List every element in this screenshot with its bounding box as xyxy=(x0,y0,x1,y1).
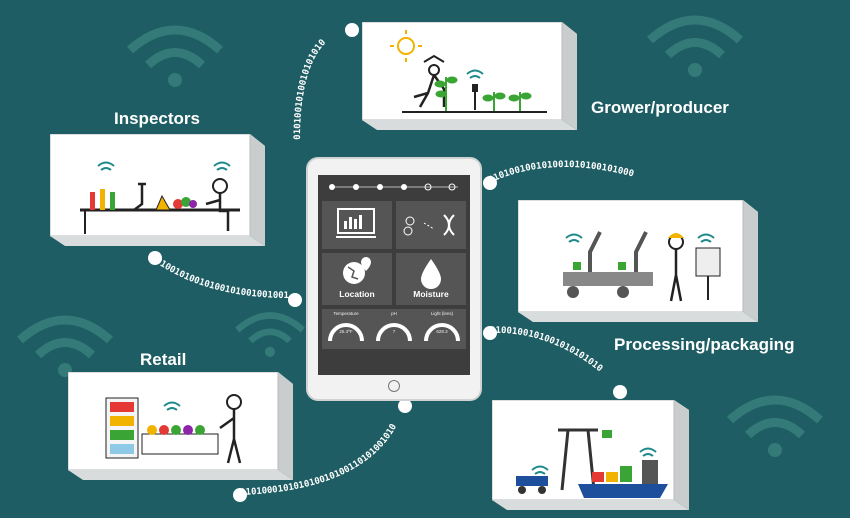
gauge-light-label: Light (lens) xyxy=(430,311,454,316)
produce-icon xyxy=(147,425,205,435)
tile-moisture[interactable]: Moisture xyxy=(396,253,466,305)
connector-node xyxy=(613,385,627,399)
tile-gauges: Temperature 25.3ºF pH 7 Light (lens) 628… xyxy=(322,309,466,349)
gauge-dials xyxy=(328,323,460,342)
control-panel-icon xyxy=(695,247,721,277)
gauge-ph-value: 7 xyxy=(392,329,396,334)
test-tubes-icon xyxy=(90,189,115,210)
wifi-icon xyxy=(639,447,657,457)
ship-icon xyxy=(578,460,668,498)
flask-icon xyxy=(155,194,171,211)
produce-counter-icon xyxy=(141,433,219,455)
monitor-chart-icon xyxy=(336,208,376,238)
binary-right-bottom: 0100100101001010101010 xyxy=(490,326,604,374)
wifi-watermark-icon xyxy=(127,25,223,87)
connector-node xyxy=(233,488,247,502)
wifi-icon xyxy=(163,401,181,411)
connector-node xyxy=(398,399,412,413)
wifi-icon xyxy=(531,465,549,475)
connector-node xyxy=(345,23,359,37)
water-drop-icon xyxy=(421,259,441,289)
home-button[interactable] xyxy=(388,380,400,392)
produce-icon xyxy=(173,197,197,209)
label-grower: Grower/producer xyxy=(591,98,729,117)
truck-icon xyxy=(516,476,548,494)
tile-monitor[interactable] xyxy=(322,201,392,249)
tablet-device: Location Moisture Temperature 25.3ºF pH … xyxy=(306,157,482,401)
dna-icon xyxy=(403,214,455,236)
connector-node xyxy=(148,251,162,265)
sun-icon xyxy=(397,37,415,55)
location-label: Location xyxy=(339,289,375,299)
wifi-icon xyxy=(213,161,231,171)
wifi-watermark-icon xyxy=(235,312,305,357)
wifi-icon xyxy=(697,233,715,243)
gauge-light-value: 628.3 xyxy=(436,329,448,334)
microscope-icon xyxy=(130,182,150,212)
plant-icon xyxy=(434,76,458,112)
sensor-icon xyxy=(472,84,478,92)
gauge-temperature-value: 25.3ºF xyxy=(339,329,353,334)
connector-node xyxy=(483,326,497,340)
wifi-watermark-icon xyxy=(727,395,823,457)
conveyor-icon xyxy=(563,272,653,298)
wifi-watermark-icon xyxy=(647,15,743,77)
tablet-screen: Location Moisture Temperature 25.3ºF pH … xyxy=(318,175,470,375)
retail-scene xyxy=(68,372,293,480)
wifi-icon xyxy=(97,161,115,171)
connector-node xyxy=(483,176,497,190)
processing-scene xyxy=(518,200,758,322)
inspectors-scene xyxy=(50,134,265,246)
moisture-label: Moisture xyxy=(413,289,449,299)
crates-icon xyxy=(573,262,626,270)
robot-arm-icon xyxy=(588,231,648,272)
svg-text:0101001010010101010: 0101001010010101010 xyxy=(293,38,328,140)
tile-location[interactable]: Location xyxy=(322,253,392,305)
binary-grower-arc: 0101001010010101010 xyxy=(293,38,328,140)
grower-scene xyxy=(362,22,577,130)
label-processing: Processing/packaging xyxy=(614,335,795,354)
connector-node xyxy=(288,293,302,307)
plant-icon xyxy=(508,92,532,112)
wifi-icon xyxy=(466,69,484,79)
wifi-icon xyxy=(565,233,583,243)
svg-text:0100100101001010101010: 0100100101001010101010 xyxy=(490,326,604,374)
tile-dna[interactable] xyxy=(396,201,466,249)
globe-pin-icon xyxy=(343,257,371,284)
plant-icon xyxy=(482,92,506,112)
farmer-icon xyxy=(423,54,445,63)
label-retail: Retail xyxy=(140,350,187,369)
label-inspectors: Inspectors xyxy=(114,109,200,128)
gauge-temperature-label: Temperature xyxy=(333,311,359,316)
gauge-ph-label: pH xyxy=(391,311,397,316)
shipping-scene xyxy=(492,400,689,510)
progress-dots xyxy=(329,183,458,191)
